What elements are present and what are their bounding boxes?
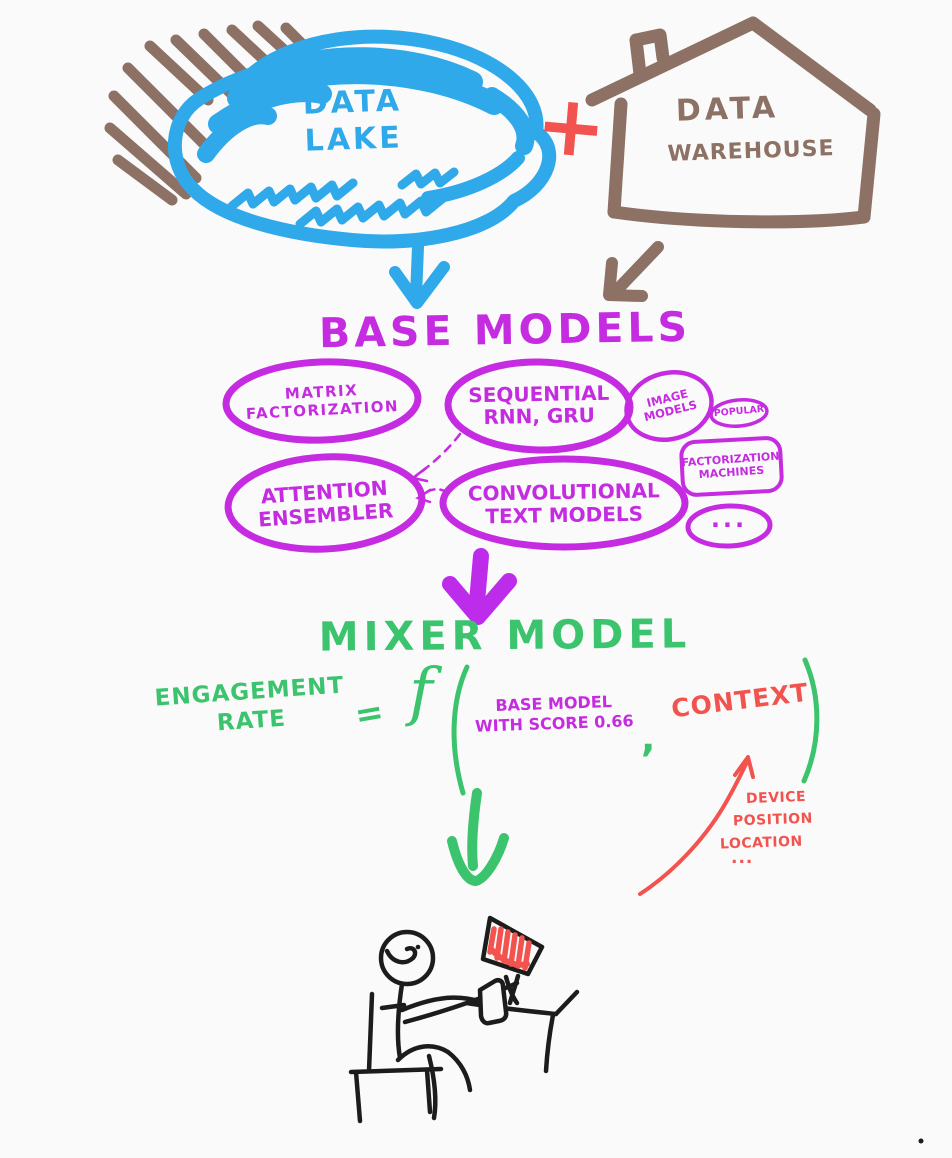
base-to-mixer-arrow-icon: [442, 548, 517, 625]
mixer-to-user-arrow-icon: [447, 788, 509, 886]
dashed-ensemble-links: [410, 432, 462, 504]
bubble-label-convolutional-text-models: CONVOLUTIONAL TEXT MODELS: [467, 478, 660, 529]
base-models-heading: BASE MODELS: [318, 302, 692, 358]
context-note-device: DEVICE: [745, 788, 807, 808]
warehouse-to-base-arrow-icon: [603, 241, 664, 302]
plus-sign: +: [531, 74, 611, 178]
context-note-position: POSITION: [732, 810, 814, 830]
bubble-label-more: ...: [710, 505, 748, 533]
user-figure-icon: [348, 915, 580, 1124]
formula-arg1: BASE MODEL WITH SCORE 0.66: [474, 691, 634, 736]
context-note-more: ...: [731, 848, 754, 868]
data-lake-blob-icon: [167, 29, 557, 249]
lake-to-base-arrow-icon: [389, 241, 450, 309]
screen-content-scribble-icon: [487, 926, 532, 971]
formula-parens: [451, 657, 820, 796]
function-f: f: [409, 655, 433, 729]
base-model-bubbles: [222, 358, 784, 553]
data-warehouse-label-line1: DATA: [675, 90, 780, 129]
mixer-model-heading: MIXER MODEL: [318, 611, 692, 661]
data-warehouse-house-icon: [585, 16, 881, 229]
context-arrow-icon: [638, 755, 755, 896]
data-lake-label: DATA LAKE: [302, 83, 404, 159]
page-dot: [918, 1138, 924, 1144]
formula-comma: ,: [641, 716, 656, 760]
bubble-label-sequential: SEQUENTIAL RNN, GRU: [468, 380, 610, 429]
